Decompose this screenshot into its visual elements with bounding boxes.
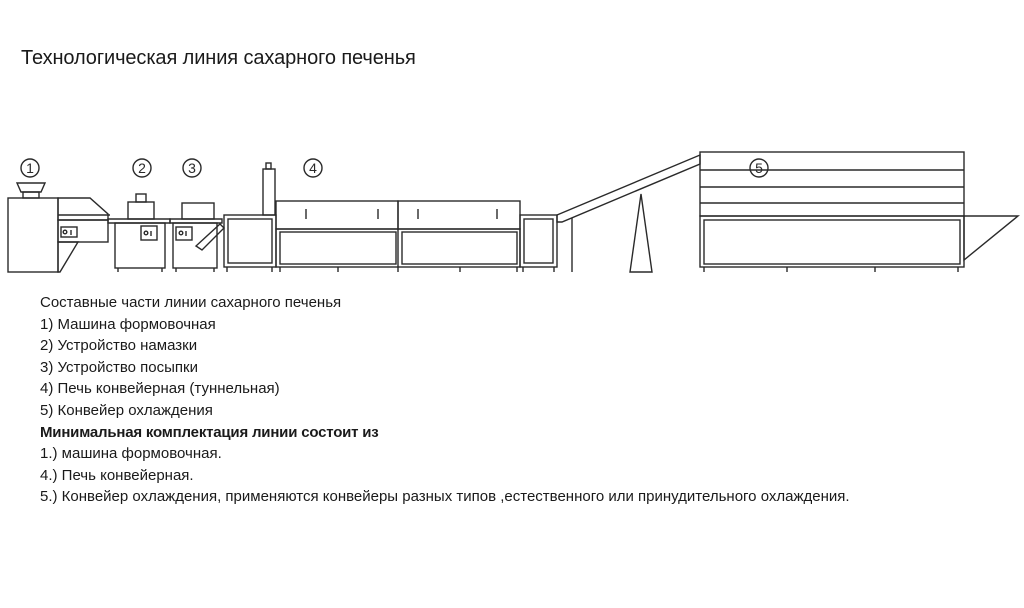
marker-2-label: 2 [138, 160, 146, 176]
minimal-item: 1.) машина формовочная. [40, 445, 222, 463]
spreading-device [107, 193, 171, 272]
tunnel-oven [223, 200, 558, 272]
marker-3: 3 [182, 158, 202, 178]
minimal-item: 5.) Конвейер охлаждения, применяются кон… [40, 488, 850, 506]
sprinkling-device [169, 202, 225, 272]
marker-4: 4 [303, 158, 323, 178]
parts-item: 2) Устройство намазки [40, 337, 198, 355]
parts-item: 3) Устройство посыпки [40, 358, 198, 376]
description-block: Составные части линии сахарного печенья … [40, 292, 850, 508]
marker-5-label: 5 [755, 160, 763, 176]
incline-conveyor [556, 153, 701, 273]
parts-item: 5) Конвейер охлаждения [40, 401, 213, 419]
page-title: Технологическая линия сахарного печенья [21, 47, 416, 69]
parts-item: 1) Машина формовочная [40, 315, 216, 333]
marker-1-label: 1 [26, 160, 34, 176]
marker-1: 1 [20, 158, 40, 178]
cooling-conveyor [699, 151, 1020, 272]
oven-chimney [262, 162, 276, 216]
marker-4-label: 4 [309, 160, 317, 176]
marker-2: 2 [132, 158, 152, 178]
forming-machine [7, 182, 109, 273]
minimal-heading: Минимальная комплектация линии состоит и… [40, 423, 379, 441]
parts-item: 4) Печь конвейерная (туннельная) [40, 380, 280, 398]
minimal-item: 4.) Печь конвейерная. [40, 466, 194, 484]
marker-5: 5 [749, 158, 769, 178]
parts-heading: Составные части линии сахарного печенья [40, 294, 342, 311]
marker-3-label: 3 [188, 160, 196, 176]
production-line-diagram: 1 2 3 4 [7, 151, 1020, 273]
